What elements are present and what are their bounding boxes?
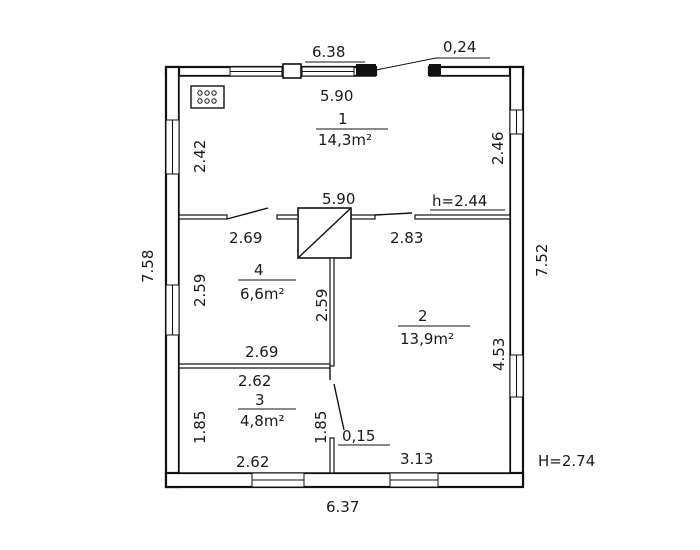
room-3-label: 3 4,8m² — [238, 391, 296, 430]
dim-room3-bottom-width: 2.62 — [236, 453, 269, 471]
dim-left-outer-height: 7.58 — [139, 250, 157, 283]
room-labels: 1 14,3m² 4 6,6m² 2 13,9m² 3 4,8m² — [238, 110, 470, 430]
room-1-number: 1 — [338, 110, 348, 128]
dim-room4-bottom-width: 2.69 — [245, 343, 278, 361]
dim-top-notch: 0,24 — [443, 38, 476, 56]
dim-partition-thickness: 0,15 — [342, 427, 375, 445]
dim-bottom-outer: 6.37 — [326, 498, 359, 516]
room-4-label: 4 6,6m² — [238, 261, 296, 303]
dim-room1-left-height: 2.42 — [191, 140, 209, 173]
interior-walls — [178, 57, 511, 474]
dim-room4-top-width: 2.69 — [229, 229, 262, 247]
cooker-icon — [190, 85, 225, 109]
dim-room4-right-height: 2.59 — [313, 289, 331, 322]
room-2-label: 2 13,9m² — [398, 307, 470, 348]
dimension-labels: 6.38 0,24 5.90 2.42 2.46 5.90 h=2.44 2.6… — [139, 38, 595, 516]
dim-building-height: H=2.74 — [538, 452, 595, 470]
dim-room3-top-width: 2.62 — [238, 372, 271, 390]
dim-mid-width: 5.90 — [322, 190, 355, 208]
top-wall-right — [427, 65, 525, 78]
dim-room3-left-height: 1.85 — [191, 411, 209, 444]
room-3-number: 3 — [255, 391, 265, 409]
room-2-area: 13,9m² — [400, 330, 454, 348]
dim-room3-right-height: 1.85 — [312, 411, 330, 444]
windows — [165, 66, 524, 488]
room-2-number: 2 — [418, 307, 428, 325]
dim-room-height: h=2.44 — [432, 192, 487, 210]
stove-icon — [276, 207, 352, 259]
dim-room1-width: 5.90 — [320, 87, 353, 105]
dim-room1-right-height: 2.46 — [489, 132, 507, 165]
room-3-area: 4,8m² — [240, 412, 284, 430]
room-4-area: 6,6m² — [240, 285, 284, 303]
dim-room4-left-height: 2.59 — [191, 274, 209, 307]
dim-room2-top-width: 2.83 — [390, 229, 423, 247]
dim-top-outer: 6.38 — [312, 43, 345, 61]
room-1-label: 1 14,3m² — [316, 110, 388, 149]
chimney-icon — [356, 64, 376, 76]
dim-right-outer-height: 7.52 — [533, 244, 551, 277]
room-4-number: 4 — [254, 261, 264, 279]
room-1-area: 14,3m² — [318, 131, 372, 149]
bottom-wall — [164, 471, 525, 489]
dim-room2-right-height: 4.53 — [490, 338, 508, 371]
dim-room2-bottom-width: 3.13 — [400, 450, 433, 468]
